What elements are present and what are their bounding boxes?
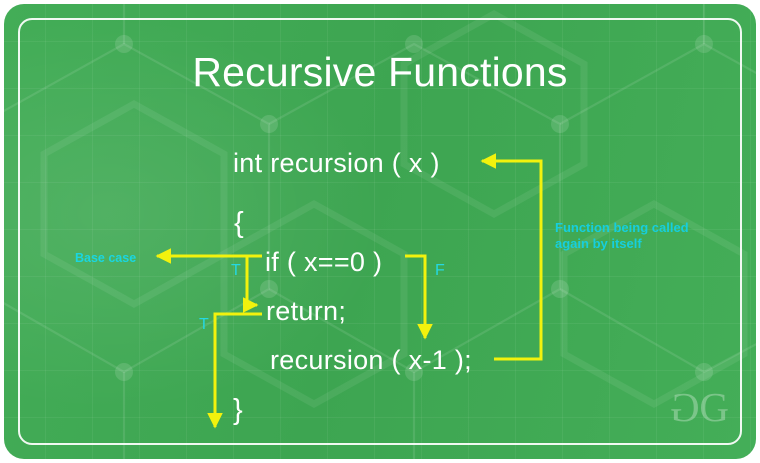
- slide-card: Recursive Functions int recursion ( x ) …: [4, 4, 756, 459]
- code-line-signature: int recursion ( x ): [233, 148, 440, 178]
- label-callout-line-1: Function being called: [555, 220, 689, 235]
- label-base-case: Base case: [75, 251, 137, 265]
- arrow-if-true-return: [242, 254, 262, 313]
- label-branch-true-if: T: [231, 262, 241, 279]
- code-line-return: return;: [266, 296, 347, 326]
- arrow-recursive-callback: [480, 153, 543, 361]
- code-line-close-brace: }: [233, 394, 243, 426]
- page-title: Recursive Functions: [192, 49, 568, 95]
- label-branch-true-return: T: [199, 316, 209, 333]
- logo-mark-left: G: [671, 384, 700, 430]
- code-line-open-brace: {: [234, 207, 244, 239]
- label-function-callout: Function being called again by itself: [555, 220, 689, 252]
- logo-mark-right: G: [699, 384, 729, 430]
- code-line-recursive-call: recursion ( x-1 );: [270, 345, 472, 375]
- geeksforgeeks-logo: GG: [671, 384, 729, 430]
- arrow-if-false-recursion: [405, 254, 433, 340]
- code-line-if: if ( x==0 ): [265, 247, 383, 277]
- label-callout-line-2: again by itself: [555, 236, 642, 251]
- label-branch-false-if: F: [435, 262, 445, 279]
